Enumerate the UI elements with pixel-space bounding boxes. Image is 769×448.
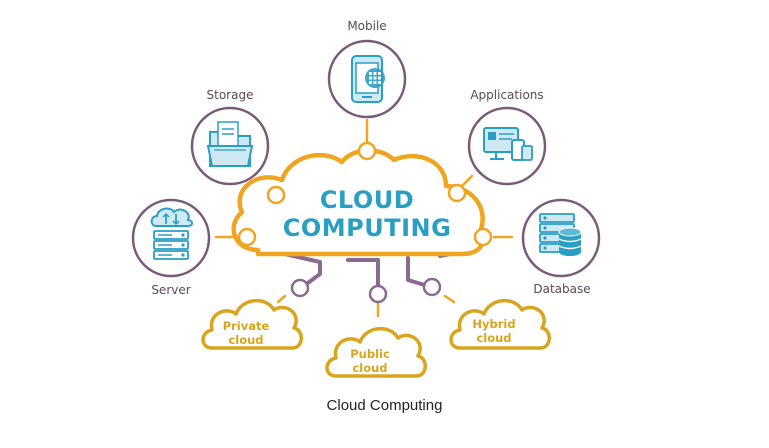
private-cloud-line1: Private — [223, 319, 270, 333]
devices-icon — [483, 127, 533, 161]
subcloud-private: Private cloud — [201, 299, 303, 350]
node-server-label: Server — [151, 283, 190, 297]
node-mobile: Mobile — [327, 19, 407, 119]
title-line-1: CLOUD — [320, 186, 414, 214]
node-applications: Applications — [467, 88, 547, 186]
junction-top — [357, 141, 377, 161]
junction-hybrid — [422, 277, 442, 297]
junction-right — [473, 227, 493, 247]
public-cloud-line2: cloud — [352, 361, 387, 375]
node-storage-label: Storage — [207, 88, 254, 102]
node-database: Database — [521, 198, 601, 296]
title-line-2: COMPUTING — [283, 214, 452, 242]
node-database-label: Database — [533, 282, 590, 296]
node-mobile-label: Mobile — [347, 19, 386, 33]
junction-private — [290, 278, 310, 298]
public-cloud-shape — [325, 327, 427, 378]
figure-caption: Cloud Computing — [326, 397, 443, 414]
node-applications-label: Applications — [470, 88, 543, 102]
public-cloud-line1: Public — [350, 347, 390, 361]
folder-documents-icon — [206, 121, 254, 167]
connector-private-dash — [276, 294, 287, 304]
cloud-junctions — [237, 141, 493, 247]
mobile-phone-icon — [351, 55, 385, 103]
connector-hybrid-dash — [443, 294, 456, 304]
subcloud-junctions — [290, 277, 442, 304]
connector-public — [346, 258, 380, 290]
hybrid-cloud-shape — [449, 299, 551, 350]
hybrid-cloud-line2: cloud — [476, 331, 511, 345]
node-server: Server — [131, 198, 211, 297]
subcloud-public: Public cloud — [325, 327, 427, 378]
hybrid-cloud-line1: Hybrid — [472, 317, 515, 331]
junction-left — [237, 227, 257, 247]
server-cloud-icon — [150, 207, 194, 260]
private-cloud-line2: cloud — [228, 333, 263, 347]
junction-top-right — [447, 183, 467, 203]
junction-top-left — [266, 185, 286, 205]
database-icon — [539, 213, 582, 256]
subcloud-hybrid: Hybrid cloud — [449, 299, 551, 350]
junction-public — [368, 284, 388, 304]
private-cloud-shape — [201, 299, 303, 350]
node-storage: Storage — [190, 88, 270, 186]
connector-hybrid — [406, 256, 430, 288]
